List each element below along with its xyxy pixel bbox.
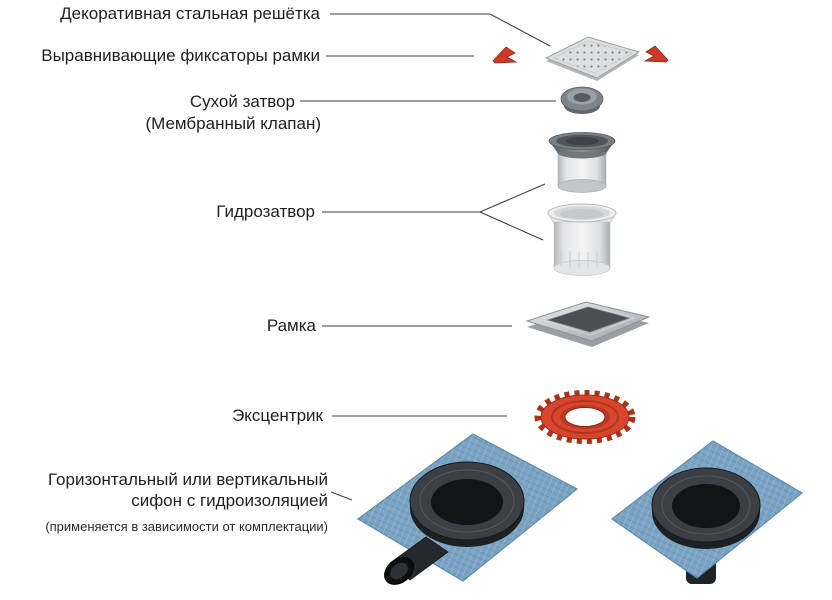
upper-bottom [557, 179, 607, 193]
water-seal-upper-part [548, 132, 616, 193]
label-grate-text: Декоративная стальная решётка [60, 4, 320, 23]
leader-lines [300, 13, 556, 501]
frame-opening [546, 306, 631, 333]
drain-left-ring [419, 469, 515, 533]
eccentric-hole [564, 407, 606, 427]
label-frame: Рамка [0, 316, 316, 336]
label-dry-seal-line2: (Мембранный клапан) [145, 114, 321, 133]
upper-opening-inner [565, 137, 599, 145]
drain-left-hole [431, 479, 503, 525]
label-fixators-text: Выравнивающие фиксаторы рамки [41, 46, 320, 65]
eccentric-part [534, 390, 636, 444]
outlet-pipe-bore [390, 562, 408, 580]
label-frame-text: Рамка [266, 316, 316, 335]
grate-part [544, 36, 641, 81]
leader-line-water-seal [322, 183, 546, 241]
label-water-seal: Гидрозатвор [0, 202, 315, 222]
label-siphon-note: (применяется в зависимости от комплектац… [45, 519, 328, 534]
eccentric-ridge [551, 400, 619, 434]
lower-opening-inner [560, 209, 604, 219]
label-siphon: Горизонтальный или вертикальный сифон с … [0, 469, 328, 536]
leader-line-siphon [330, 491, 353, 501]
grate-holes [552, 40, 633, 74]
label-siphon-line1: Горизонтальный или вертикальный [47, 470, 328, 489]
frame-inner-edge [540, 304, 636, 336]
dry-seal-membrane [573, 93, 591, 102]
eccentric-teeth [534, 390, 636, 444]
lower-bottom [553, 260, 611, 276]
siphon-left-part [356, 433, 579, 585]
siphon-right-part [610, 440, 804, 584]
label-dry-seal-line1: Сухой затвор [189, 92, 295, 111]
water-seal-lower-part [547, 203, 617, 276]
label-fixators: Выравнивающие фиксаторы рамки [0, 46, 320, 66]
label-eccentric: Эксцентрик [0, 406, 323, 426]
leader-line-grate [330, 13, 551, 47]
label-siphon-line2: сифон с гидроизоляцией [131, 491, 328, 510]
lower-slots [560, 250, 606, 268]
fixator-right [643, 45, 669, 63]
label-grate: Декоративная стальная решётка [0, 4, 320, 24]
drain-right-ring [661, 475, 751, 535]
label-water-seal-text: Гидрозатвор [216, 202, 315, 221]
fixator-parts [492, 45, 669, 64]
drain-right-hole [672, 484, 740, 528]
dry-seal-part [560, 86, 604, 114]
label-dry-seal: Сухой затвор (Мембранный клапан) [0, 91, 321, 135]
frame-part [525, 301, 651, 347]
fixator-left [492, 46, 518, 64]
label-eccentric-text: Эксцентрик [232, 406, 323, 425]
